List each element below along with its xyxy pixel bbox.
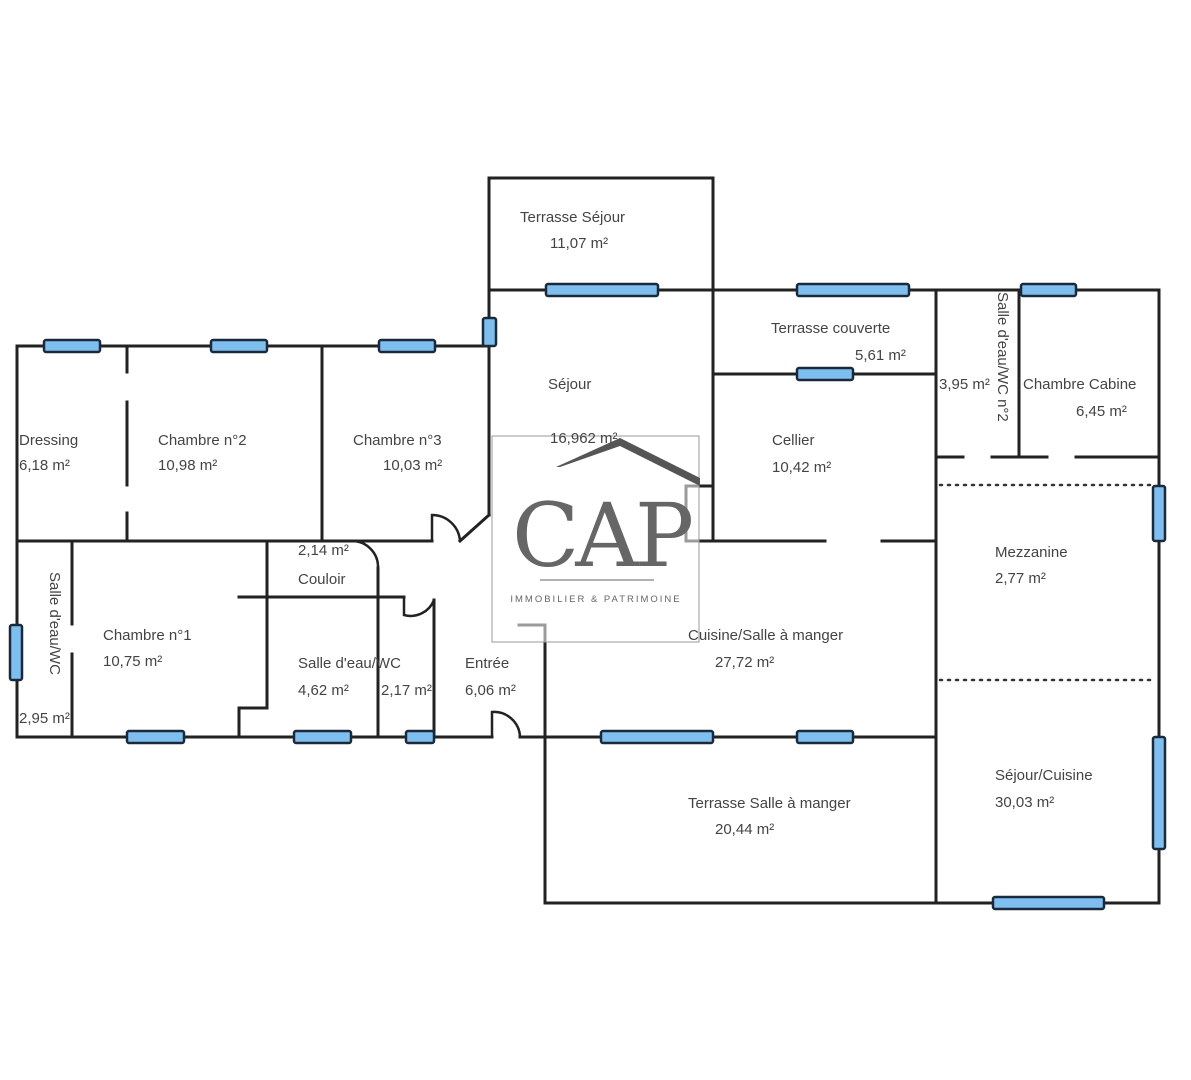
window-sejour-small xyxy=(481,316,498,348)
window-chambre-cabine xyxy=(1019,282,1078,298)
window-sejour-cuisine-side xyxy=(1151,735,1167,851)
watermark-logo: CAP IMMOBILIER & PATRIMOINE xyxy=(491,435,700,643)
windows xyxy=(8,282,1167,911)
room-area-couloir: 2,14 m² xyxy=(298,542,349,559)
room-labels: Terrasse Séjour 11,07 m² Séjour 16,962 m… xyxy=(19,209,1136,838)
door-wc[interactable] xyxy=(402,597,436,618)
room-name-entree: Entrée xyxy=(465,655,509,672)
room-area-salle-eau-wc: 4,62 m² xyxy=(298,682,349,699)
room-name-sejour-cuisine: Séjour/Cuisine xyxy=(995,767,1093,784)
window-salle-eau-left xyxy=(8,623,24,682)
room-area-chambre-1: 10,75 m² xyxy=(103,653,162,670)
room-area-chambre-2: 10,98 m² xyxy=(158,457,217,474)
room-name-terrasse-sejour: Terrasse Séjour xyxy=(520,209,625,226)
room-area-wc: 2,17 m² xyxy=(381,682,432,699)
room-area-salle-eau-wc-2: 3,95 m² xyxy=(939,376,990,393)
room-name-cellier: Cellier xyxy=(772,432,815,449)
window-chambre-1 xyxy=(125,729,186,745)
door-couloir[interactable] xyxy=(351,539,380,569)
room-area-sejour: 16,962 m² xyxy=(550,430,618,447)
window-dressing xyxy=(42,338,102,354)
room-name-chambre-cabine: Chambre Cabine xyxy=(1023,376,1136,393)
window-terrasse-sejour xyxy=(544,282,660,298)
room-area-mezzanine: 2,77 m² xyxy=(995,570,1046,587)
room-area-cuisine-salle-manger: 27,72 m² xyxy=(715,654,774,671)
window-terrasse-couverte xyxy=(795,282,911,298)
window-chambre-3 xyxy=(377,338,437,354)
room-area-terrasse-salle-manger: 20,44 m² xyxy=(715,821,774,838)
logo-tagline: IMMOBILIER & PATRIMOINE xyxy=(510,594,681,605)
room-name-chambre-1: Chambre n°1 xyxy=(103,627,192,644)
wall-chambre3-door-stub xyxy=(457,512,492,544)
doors xyxy=(351,513,522,738)
room-area-sejour-cuisine: 30,03 m² xyxy=(995,794,1054,811)
room-area-terrasse-sejour: 11,07 m² xyxy=(550,235,608,252)
roof-icon xyxy=(556,438,700,486)
window-mezzanine xyxy=(1151,484,1167,543)
room-area-dressing: 6,18 m² xyxy=(19,457,70,474)
window-cuisine-2 xyxy=(795,729,855,745)
door-entree[interactable] xyxy=(490,710,522,738)
logo-frame xyxy=(491,435,700,643)
window-cellier xyxy=(795,366,855,382)
room-name-salle-eau-wc-2: Salle d'eau/WC n°2 xyxy=(994,292,1011,422)
room-name-cuisine-salle-manger: Cuisine/Salle à manger xyxy=(688,627,843,644)
door-chambre-3[interactable] xyxy=(430,513,462,542)
room-area-entree: 6,06 m² xyxy=(465,682,516,699)
room-name-salle-eau-wc-left: Salle d'eau/WC xyxy=(46,572,63,675)
room-name-mezzanine: Mezzanine xyxy=(995,544,1068,561)
room-name-chambre-3: Chambre n°3 xyxy=(353,432,442,449)
window-sejour-cuisine-bottom xyxy=(991,895,1106,911)
wall-chambre1-right xyxy=(237,539,269,739)
logo-text: CAP xyxy=(512,484,692,587)
room-area-chambre-cabine: 6,45 m² xyxy=(1076,403,1127,420)
room-area-cellier: 10,42 m² xyxy=(772,459,831,476)
room-name-couloir: Couloir xyxy=(298,571,346,588)
room-name-dressing: Dressing xyxy=(19,432,78,449)
room-name-chambre-2: Chambre n°2 xyxy=(158,432,247,449)
window-salle-eau xyxy=(292,729,353,745)
room-name-sejour: Séjour xyxy=(548,376,591,393)
room-area-salle-eau-wc-left: 2,95 m² xyxy=(19,710,70,727)
window-chambre-2 xyxy=(209,338,269,354)
room-area-chambre-3: 10,03 m² xyxy=(383,457,442,474)
wall-terrasse-sejour xyxy=(487,176,715,292)
room-name-terrasse-couverte: Terrasse couverte xyxy=(771,320,890,337)
room-name-salle-eau-wc: Salle d'eau/WC xyxy=(298,655,401,672)
room-name-terrasse-salle-manger: Terrasse Salle à manger xyxy=(688,795,851,812)
window-cuisine-1 xyxy=(599,729,715,745)
room-area-terrasse-couverte: 5,61 m² xyxy=(855,347,906,364)
window-wc xyxy=(404,729,436,745)
